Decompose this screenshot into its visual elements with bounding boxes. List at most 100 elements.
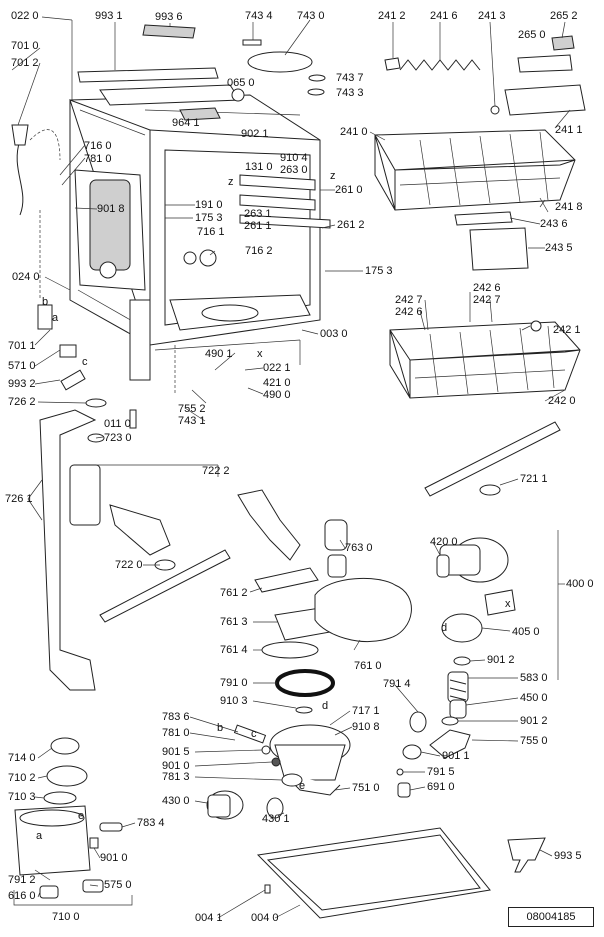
pin-7434 (242, 39, 262, 46)
label-9010a: 901 0 (162, 760, 190, 772)
label-0220: 022 0 (11, 10, 39, 22)
label-0240: 024 0 (12, 271, 40, 283)
label-4901: 490 1 (205, 348, 233, 360)
label-2436: 243 6 (540, 218, 568, 230)
label-2418: 241 8 (555, 201, 583, 213)
filter-plate-7610 (314, 577, 412, 642)
letter-b-1: b (42, 296, 49, 308)
gasket-7910 (275, 669, 335, 697)
letter-x-2: x (505, 598, 511, 610)
label-7437: 743 7 (336, 72, 364, 84)
bracket-7011 (37, 304, 53, 330)
label-9011: 901 1 (442, 750, 470, 762)
label-7171: 717 1 (352, 705, 380, 717)
base-tray-0040 (256, 827, 491, 919)
label-5750: 575 0 (104, 879, 132, 891)
top-strip-9931 (77, 67, 219, 83)
valve-5710 (59, 344, 77, 358)
label-6910: 691 0 (427, 781, 455, 793)
cutlery-basket-2435 (469, 227, 529, 271)
clip-9010 (271, 757, 281, 767)
label-2427a: 242 7 (395, 294, 423, 306)
letter-d-1: d (322, 700, 329, 712)
tub-cabinet (69, 84, 331, 395)
ring-9012a (453, 656, 471, 666)
cap-6160 (39, 885, 59, 899)
label-4200: 420 0 (430, 536, 458, 548)
label-7222: 722 2 (202, 465, 230, 477)
label-7910: 791 0 (220, 677, 248, 689)
label-4500: 450 0 (520, 692, 548, 704)
label-7161: 716 1 (197, 226, 225, 238)
filter-cup-7630 (327, 554, 347, 578)
insulation-9936 (142, 24, 196, 39)
label-7230: 723 0 (104, 432, 132, 444)
clip-2412 (384, 57, 401, 71)
ring-7437 (308, 74, 326, 82)
label-9936: 993 6 (155, 11, 183, 23)
label-9641: 964 1 (172, 117, 200, 129)
letter-e-2: e (299, 780, 306, 792)
label-9010b: 901 0 (100, 852, 128, 864)
label-2426a: 242 6 (395, 306, 423, 318)
label-9931: 993 1 (95, 10, 123, 22)
leader-lines (11, 16, 571, 919)
letter-c-2: c (251, 728, 257, 740)
label-7810: 781 0 (84, 153, 112, 165)
label-2412: 241 2 (378, 10, 406, 22)
wheel-2421 (530, 320, 542, 332)
sensor-7836 (233, 724, 267, 744)
letter-z-2: z (330, 170, 336, 182)
label-4300: 430 0 (162, 795, 190, 807)
ring-7614 (261, 641, 319, 659)
support-7612 (254, 567, 319, 593)
label-7434: 743 4 (245, 10, 273, 22)
label-2610: 261 0 (335, 184, 363, 196)
label-7912: 791 2 (8, 874, 36, 886)
label-9012a: 901 2 (487, 654, 515, 666)
water-pipe-7261 (39, 409, 97, 691)
label-7810b: 781 0 (162, 727, 190, 739)
label-7220: 722 0 (115, 559, 143, 571)
label-7012: 701 2 (11, 57, 39, 69)
ring-7914 (409, 711, 427, 733)
label-7510: 751 0 (352, 782, 380, 794)
label-2416: 241 6 (430, 10, 458, 22)
label-7211: 721 1 (520, 473, 548, 485)
ring-9011 (402, 744, 422, 760)
label-2410: 241 0 (340, 126, 368, 138)
label-0110: 011 0 (104, 418, 131, 430)
wheel-holder-2652 (551, 35, 575, 51)
label-7552: 755 2 (178, 403, 206, 415)
label-9012b: 901 2 (520, 715, 548, 727)
label-4050: 405 0 (512, 626, 540, 638)
label-1753b: 175 3 (365, 265, 393, 277)
label-9021: 902 1 (241, 128, 269, 140)
label-4900: 490 0 (263, 389, 291, 401)
label-2411: 241 1 (555, 124, 583, 136)
label-9935: 993 5 (554, 850, 582, 862)
label-9108: 910 8 (352, 721, 380, 733)
label-7915: 791 5 (427, 766, 455, 778)
label-2631: 263 1 (244, 208, 272, 220)
seal-4301 (266, 797, 284, 819)
label-0650: 065 0 (227, 77, 255, 89)
upper-rack-2410 (374, 129, 576, 211)
ring-7103 (43, 791, 77, 805)
label-9015: 901 5 (162, 746, 190, 758)
clip-9932 (60, 369, 86, 391)
label-2612: 261 2 (337, 219, 365, 231)
label-4210: 421 0 (263, 377, 291, 389)
document-id-box: 08004185 (508, 907, 594, 927)
bracket-4000 (484, 589, 516, 616)
label-7160: 716 0 (84, 140, 112, 152)
label-6160: 616 0 (8, 890, 36, 902)
label-7630: 763 0 (345, 542, 373, 554)
label-0040: 004 0 (251, 912, 279, 924)
lower-rack-2420 (389, 321, 581, 399)
label-7162: 716 2 (245, 245, 273, 257)
label-2652: 265 2 (550, 10, 578, 22)
label-2630: 263 0 (280, 164, 308, 176)
fill-hose-7010 (16, 139, 24, 216)
